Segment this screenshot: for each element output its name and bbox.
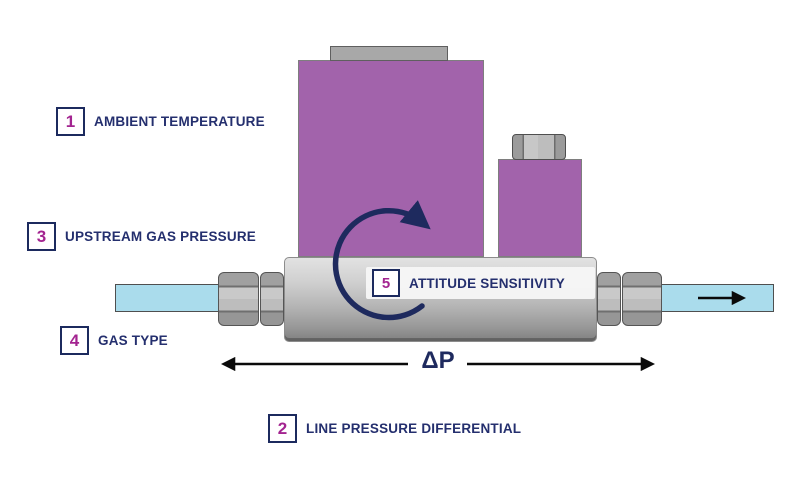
inlet-fitting-nut-outer (218, 272, 259, 326)
sensor-housing-block (298, 60, 484, 257)
callout-number-box: 1 (56, 107, 85, 136)
callout-label: LINE PRESSURE DIFFERENTIAL (306, 421, 522, 436)
callout-label: ATTITUDE SENSITIVITY (409, 275, 566, 291)
callout-line-pressure-differential: 2 LINE PRESSURE DIFFERENTIAL (268, 414, 521, 443)
outlet-pipe (659, 284, 774, 312)
delta-p-symbol: ΔP (421, 347, 455, 374)
inlet-fitting-nut-inner (260, 272, 284, 326)
outlet-fitting-nut-inner (597, 272, 621, 326)
callout-label: UPSTREAM GAS PRESSURE (65, 229, 256, 244)
callout-number: 3 (36, 227, 47, 246)
callout-number-box: 4 (60, 326, 89, 355)
callout-ambient-temperature: 1 AMBIENT TEMPERATURE (56, 107, 265, 136)
callout-number-box: 5 (372, 269, 400, 297)
callout-number: 1 (65, 112, 76, 131)
valve-housing-block (498, 159, 582, 257)
callout-upstream-gas-pressure: 3 UPSTREAM GAS PRESSURE (27, 222, 256, 251)
callout-label: AMBIENT TEMPERATURE (94, 114, 265, 129)
callout-number: 2 (277, 419, 288, 438)
callout-number: 5 (381, 274, 391, 292)
callout-number-box: 2 (268, 414, 297, 443)
callout-attitude-sensitivity: 5 ATTITUDE SENSITIVITY (372, 269, 565, 297)
callout-number: 4 (69, 331, 80, 350)
callout-number-box: 3 (27, 222, 56, 251)
sensor-housing-cap (330, 46, 448, 61)
callout-label: GAS TYPE (98, 333, 168, 348)
outlet-fitting-nut-outer (622, 272, 662, 326)
valve-hex-nut (512, 134, 566, 160)
callout-gas-type: 4 GAS TYPE (60, 326, 168, 355)
inlet-pipe (115, 284, 221, 312)
